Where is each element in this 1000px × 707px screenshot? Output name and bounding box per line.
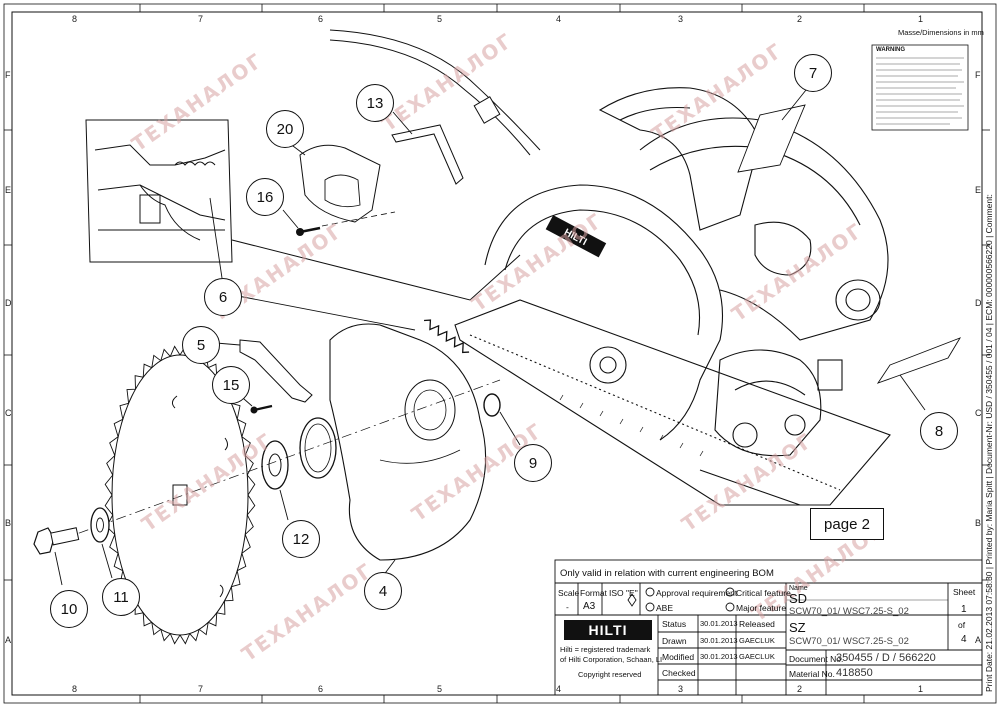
grid-col-6-top: 6 (318, 14, 324, 24)
trademark-line-1: Hilti = registered trademark (560, 645, 651, 654)
callout-20: 20 (266, 110, 304, 148)
grid-row-a-left: A (5, 635, 12, 645)
grid-row-c-right: C (975, 408, 982, 418)
trademark-line-2: of Hilti Corporation, Schaan, LI (560, 655, 663, 664)
sheet-value: 1 (961, 604, 967, 615)
name-sd: SD (789, 591, 808, 606)
checked-label: Checked (662, 668, 696, 678)
approval-label: Approval requirement (656, 588, 738, 598)
of-value: 4 (961, 634, 967, 645)
abe-label: ABE (656, 603, 674, 613)
critical-feature-label: Critical feature (736, 588, 791, 598)
name-sz: SZ (789, 620, 806, 635)
name-sd-sub: SCW70_01/ WSC7.25-S_02 (789, 606, 909, 617)
hilti-logo: HILTI (564, 620, 652, 640)
document-number: 350455 / D / 566220 (836, 652, 936, 664)
grid-row-e-left: E (5, 185, 12, 195)
format-value: A3 (583, 601, 596, 612)
print-info-sidebar: Print Date: 21.02.2013 07:58:30 | Printe… (984, 12, 998, 702)
grid-col-4-bottom: 4 (556, 684, 562, 694)
grid-row-d-left: D (5, 298, 12, 308)
grid-col-8-top: 8 (72, 14, 78, 24)
dimensions-note: Masse/Dimensions in mm (898, 28, 984, 37)
drawn-date: 30.01.2013 (700, 636, 738, 645)
drawn-label: Drawn (662, 636, 687, 646)
callout-6: 6 (204, 278, 242, 316)
drawn-by: GAECLUK (739, 636, 775, 645)
grid-col-7-bottom: 7 (198, 684, 204, 694)
grid-row-d-right: D (975, 298, 982, 308)
document-label: Document No. (789, 654, 844, 664)
iso-label: ISO "E" (609, 588, 638, 598)
status-date: 30.01.2013 (700, 619, 738, 628)
major-feature-label: Major feature (736, 603, 787, 613)
name-label: Name (789, 585, 808, 592)
material-number: 418850 (836, 667, 873, 679)
callout-7: 7 (794, 54, 832, 92)
format-label: Format (580, 588, 607, 598)
grid-row-b-left: B (5, 518, 12, 528)
status-value: Released (739, 619, 775, 629)
grid-row-e-right: E (975, 185, 982, 195)
print-info-text: Print Date: 21.02.2013 07:58:30 | Printe… (984, 194, 994, 692)
callout-13: 13 (356, 84, 394, 122)
grid-col-2-top: 2 (797, 14, 803, 24)
grid-col-3-bottom: 3 (678, 684, 684, 694)
callout-16: 16 (246, 178, 284, 216)
name-sz-sub: SCW70_01/ WSC7.25-S_02 (789, 636, 909, 647)
modified-label: Modified (662, 652, 695, 662)
grid-col-1-top: 1 (918, 14, 924, 24)
grid-col-7-top: 7 (198, 14, 204, 24)
status-label: Status (662, 619, 687, 629)
callout-5: 5 (182, 326, 220, 364)
engineering-notice: Only valid in relation with current engi… (560, 568, 774, 579)
grid-col-3-top: 3 (678, 14, 684, 24)
of-label: of (958, 620, 966, 630)
grid-col-5-top: 5 (437, 14, 443, 24)
grid-col-6-bottom: 6 (318, 684, 324, 694)
grid-row-f-left: F (5, 70, 11, 80)
warning-label-heading: WARNING (876, 47, 905, 53)
material-label: Material No. (789, 669, 835, 679)
grid-col-8-bottom: 8 (72, 684, 78, 694)
grid-col-1-bottom: 1 (918, 684, 924, 694)
modified-by: GAECLUK (739, 652, 775, 661)
callout-9: 9 (514, 444, 552, 482)
callout-15: 15 (212, 366, 250, 404)
grid-row-f-right: F (975, 70, 981, 80)
grid-col-5-bottom: 5 (437, 684, 443, 694)
sheet-label: Sheet (953, 587, 976, 597)
grid-row-a-right: A (975, 635, 982, 645)
copyright-note: Copyright reserved (578, 670, 642, 679)
page-reference-box: page 2 (810, 508, 884, 540)
callout-8: 8 (920, 412, 958, 450)
grid-col-4-top: 4 (556, 14, 562, 24)
callout-10: 10 (50, 590, 88, 628)
callout-12: 12 (282, 520, 320, 558)
callout-11: 11 (102, 578, 140, 616)
scale-label: Scale (558, 588, 580, 598)
grid-row-b-right: B (975, 518, 982, 528)
grid-col-2-bottom: 2 (797, 684, 803, 694)
scale-value: - (566, 602, 569, 612)
modified-date: 30.01.2013 (700, 652, 738, 661)
grid-row-c-left: C (5, 408, 12, 418)
callout-4: 4 (364, 572, 402, 610)
